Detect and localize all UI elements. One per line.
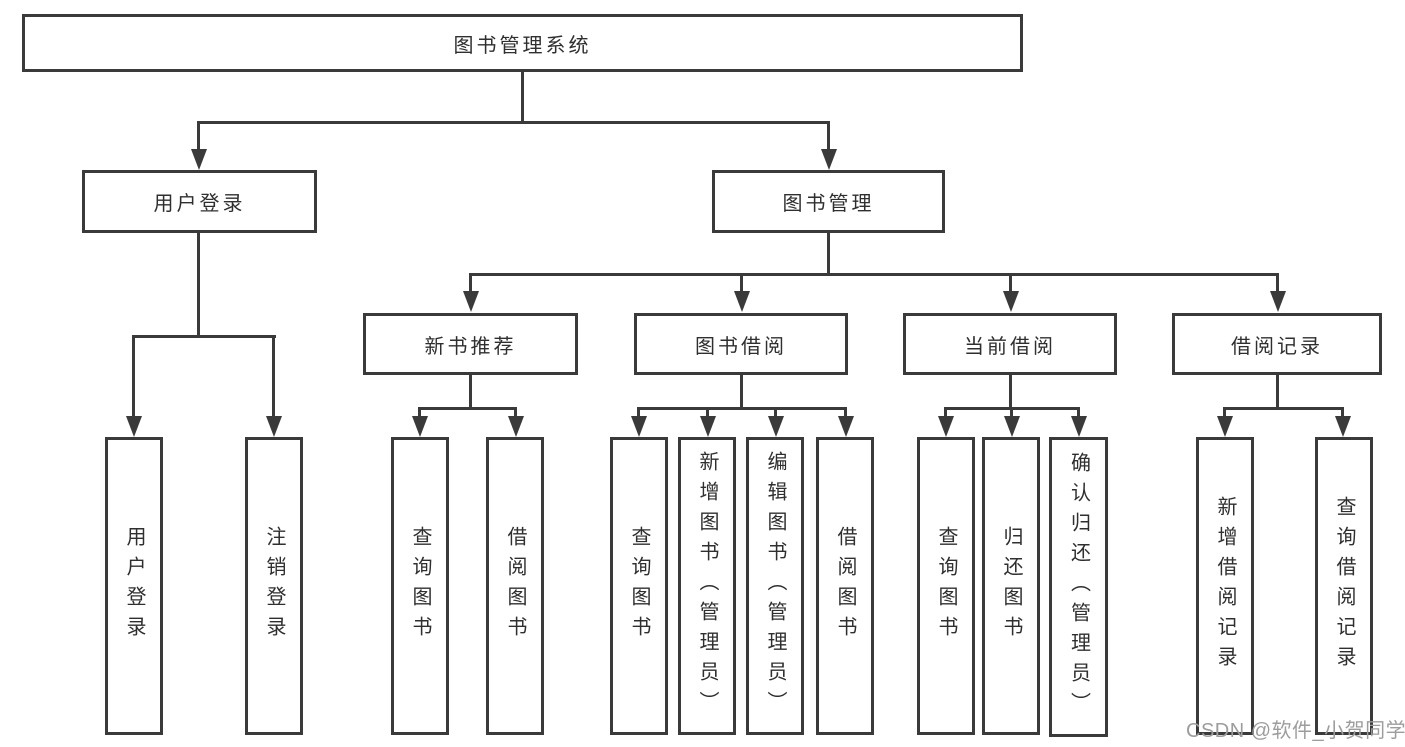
leaf-label: 查询图书 <box>628 526 650 646</box>
leaf-borrow-books-recommend: 借阅图书 <box>486 437 544 735</box>
watermark-text: CSDN @软件_小贺同学 <box>1186 720 1405 742</box>
connector-line <box>740 273 743 294</box>
connector-line <box>418 407 517 410</box>
connector-line <box>844 407 847 419</box>
node-current-borrowing: 当前借阅 <box>903 313 1117 375</box>
leaf-query-books-current: 查询图书 <box>917 437 975 735</box>
arrowhead <box>126 416 142 437</box>
connector-line <box>774 407 777 419</box>
leaf-query-books-borrow: 查询图书 <box>610 437 668 735</box>
connector-line <box>637 407 640 419</box>
node-new-book-recommendation-label: 新书推荐 <box>424 335 517 358</box>
connector-line <box>197 121 200 152</box>
arrowhead <box>938 416 954 437</box>
leaf-label: 查询图书 <box>935 526 957 646</box>
arrowhead <box>1217 416 1233 437</box>
leaf-add-books-admin: 新增图书（管理员） <box>678 437 736 735</box>
arrowhead <box>266 416 282 437</box>
arrowhead <box>508 416 524 437</box>
connector-line <box>1223 407 1226 419</box>
leaf-label: 编辑图书（管理员） <box>764 451 786 721</box>
connector-line <box>272 335 275 419</box>
arrowhead <box>191 149 207 170</box>
leaf-label: 用户登录 <box>123 526 145 646</box>
leaf-label: 查询图书 <box>409 526 431 646</box>
node-book-borrowing-label: 图书借阅 <box>695 335 787 358</box>
arrowhead <box>463 291 479 312</box>
leaf-borrow-books: 借阅图书 <box>816 437 874 735</box>
connector-line <box>637 407 846 410</box>
leaf-label: 新增借阅记录 <box>1214 496 1236 676</box>
leaf-label: 归还图书 <box>1000 526 1022 646</box>
connector-line <box>1077 407 1080 419</box>
arrowhead <box>700 416 716 437</box>
leaf-user-login: 用户登录 <box>105 437 163 735</box>
node-book-management-label: 图书管理 <box>782 193 875 215</box>
node-borrowing-records: 借阅记录 <box>1172 313 1382 375</box>
leaf-label: 确认归还（管理员） <box>1067 452 1090 722</box>
connector-line <box>470 273 1279 276</box>
arrowhead <box>631 416 647 437</box>
leaf-confirm-return-admin: 确认归还（管理员） <box>1049 437 1108 737</box>
arrowhead <box>734 291 750 312</box>
connector-line <box>827 121 830 152</box>
arrowhead <box>821 149 837 170</box>
node-root-label: 图书管理系统 <box>453 34 592 57</box>
arrowhead <box>1270 291 1286 312</box>
node-new-book-recommendation: 新书推荐 <box>363 313 578 375</box>
connector-line <box>1276 372 1279 410</box>
connector-line <box>514 407 517 419</box>
node-current-borrowing-label: 当前借阅 <box>964 335 1056 358</box>
leaf-label: 新增图书（管理员） <box>696 451 718 721</box>
node-book-management: 图书管理 <box>712 170 945 233</box>
connector-line <box>521 70 524 124</box>
connector-line <box>944 407 947 419</box>
connector-line <box>132 335 135 419</box>
connector-line <box>1009 372 1012 410</box>
leaf-label: 借阅图书 <box>504 526 526 646</box>
node-user-login-label: 用户登录 <box>153 193 246 215</box>
connector-line <box>197 231 200 338</box>
connector-line <box>1276 273 1279 294</box>
connector-line <box>1010 407 1013 419</box>
leaf-label: 借阅图书 <box>834 526 856 646</box>
connector-line <box>1223 407 1344 410</box>
connector-line <box>132 335 276 338</box>
node-book-borrowing: 图书借阅 <box>634 313 848 375</box>
arrowhead <box>1003 291 1019 312</box>
arrowhead <box>412 416 428 437</box>
connector-line <box>1009 273 1012 294</box>
leaf-logout: 注销登录 <box>245 437 303 735</box>
leaf-return-books: 归还图书 <box>982 437 1040 735</box>
connector-line <box>740 372 743 410</box>
arrowhead <box>1335 416 1351 437</box>
leaf-query-borrow-record: 查询借阅记录 <box>1315 437 1373 735</box>
connector-line <box>827 231 830 276</box>
connector-line <box>469 273 472 294</box>
connector-line <box>1341 407 1344 419</box>
node-user-login: 用户登录 <box>82 170 317 233</box>
connector-line <box>198 121 830 124</box>
arrowhead <box>1071 416 1087 437</box>
connector-line <box>706 407 709 419</box>
leaf-query-books-recommend: 查询图书 <box>391 437 449 735</box>
node-root: 图书管理系统 <box>22 14 1023 72</box>
leaf-label: 查询借阅记录 <box>1333 496 1355 676</box>
connector-line <box>418 407 421 419</box>
leaf-add-borrow-record: 新增借阅记录 <box>1196 437 1254 735</box>
connector-line <box>469 372 472 410</box>
leaf-edit-books-admin: 编辑图书（管理员） <box>746 437 804 735</box>
arrowhead <box>1004 416 1020 437</box>
arrowhead <box>838 416 854 437</box>
node-borrowing-records-label: 借阅记录 <box>1231 335 1323 358</box>
arrowhead <box>768 416 784 437</box>
leaf-label: 注销登录 <box>263 526 285 646</box>
